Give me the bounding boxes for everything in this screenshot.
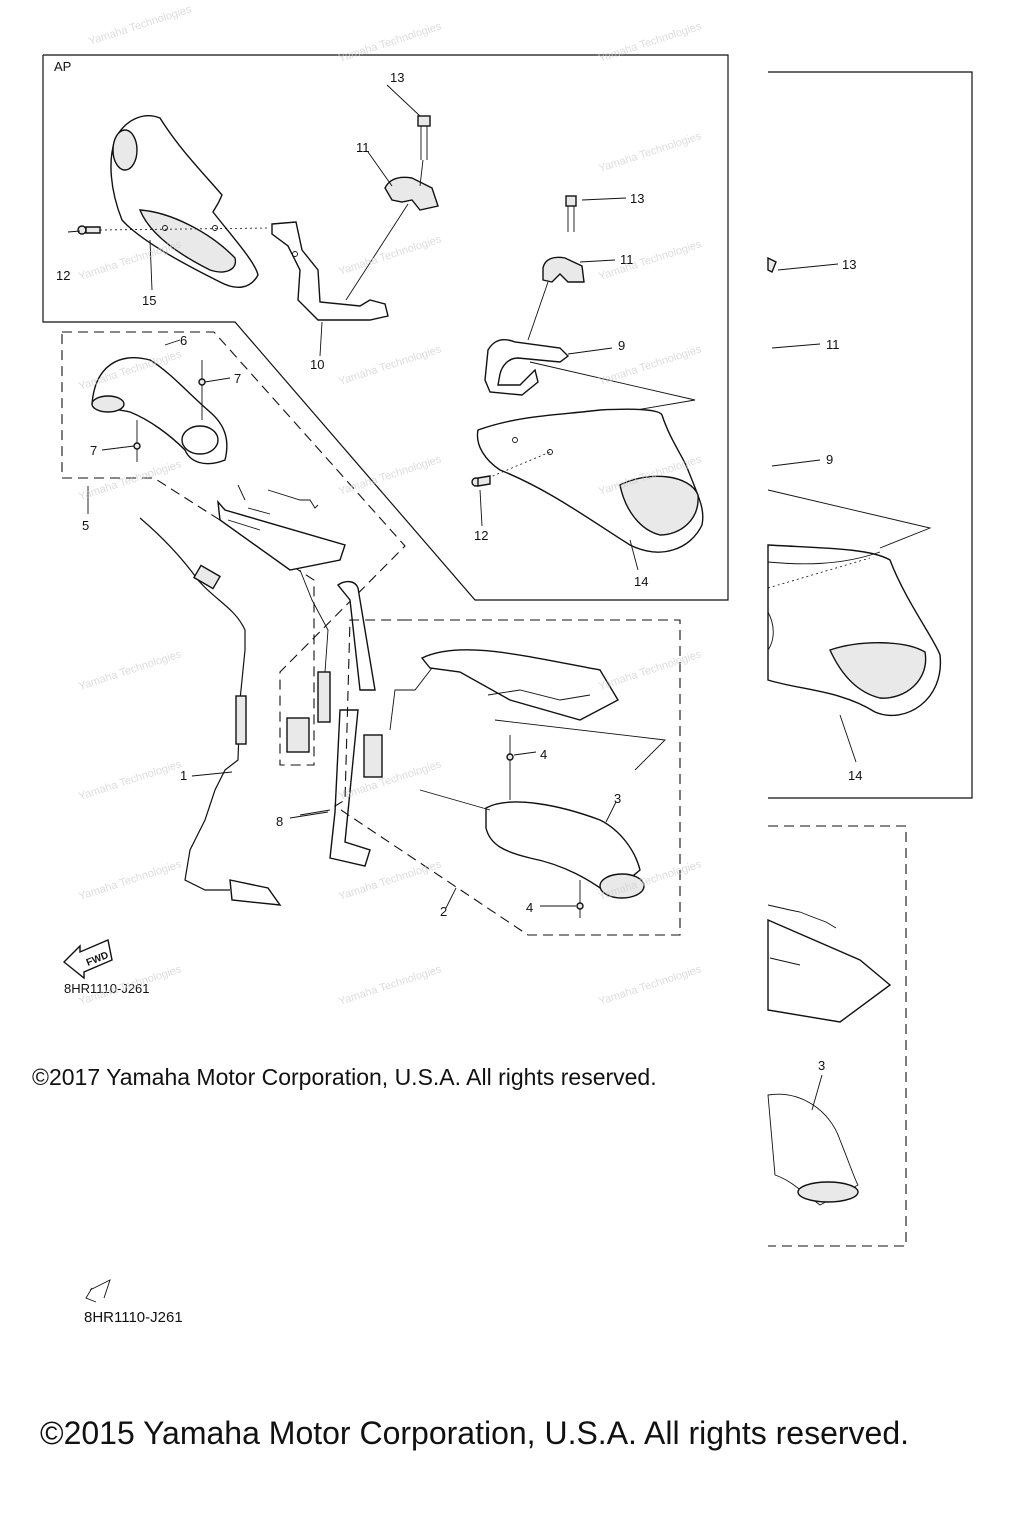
handguard-right-part	[476, 408, 704, 553]
diagram-code-secondary: 8HR1110-J261	[84, 1309, 183, 1326]
callout-9: 9	[618, 338, 625, 353]
clamp-11-left	[384, 176, 439, 211]
main-diagram: AP	[42, 3, 729, 1008]
screw-12-left	[77, 225, 271, 235]
callout-3: 3	[614, 791, 621, 806]
assembly-tag: AP	[54, 59, 71, 74]
heater-element-right	[363, 649, 619, 778]
svg-text:Yamaha Technologies: Yamaha Technologies	[77, 648, 183, 693]
callout-4: 4	[526, 900, 533, 915]
grip-6	[91, 357, 228, 465]
screw-13-top	[417, 115, 431, 187]
svg-text:Yamaha Technologies: Yamaha Technologies	[597, 963, 703, 1008]
callout-5: 5	[82, 518, 89, 533]
svg-text:Yamaha Technologies: Yamaha Technologies	[597, 20, 703, 65]
callout-6: 6	[180, 333, 187, 348]
screw-13-right	[565, 195, 577, 232]
right-callout-3: 3	[818, 1058, 825, 1073]
svg-text:Yamaha Technologies: Yamaha Technologies	[337, 343, 443, 388]
right-callout-9: 9	[826, 452, 833, 467]
cable-1	[139, 517, 282, 906]
fwd-arrow-fragment-icon	[85, 1279, 111, 1303]
heater-element-left	[217, 489, 346, 753]
svg-text:Yamaha Technologies: Yamaha Technologies	[597, 648, 703, 693]
handguard-left-part	[110, 115, 259, 288]
callout-11: 11	[356, 140, 370, 155]
svg-text:Yamaha Technologies: Yamaha Technologies	[597, 130, 703, 175]
callout-14: 14	[634, 574, 648, 589]
callout-13: 13	[390, 70, 404, 85]
svg-text:Yamaha Technologies: Yamaha Technologies	[597, 343, 703, 388]
svg-text:Yamaha Technologies: Yamaha Technologies	[77, 238, 183, 283]
rivet-4	[506, 735, 584, 918]
background-diagram-copy: 13 11 9 14 3	[85, 71, 973, 1303]
svg-text:Yamaha Technologies: Yamaha Technologies	[77, 858, 183, 903]
svg-text:Yamaha Technologies: Yamaha Technologies	[77, 458, 183, 503]
svg-text:Yamaha Technologies: Yamaha Technologies	[337, 20, 443, 65]
callout-10: 10	[310, 357, 324, 372]
right-callout-14: 14	[848, 768, 862, 783]
copyright-2017: ©2017 Yamaha Motor Corporation, U.S.A. A…	[32, 1064, 657, 1090]
callout-2: 2	[440, 904, 447, 919]
svg-text:Yamaha Technologies: Yamaha Technologies	[77, 758, 183, 803]
callout-13: 13	[630, 191, 644, 206]
callout-1: 1	[180, 768, 187, 783]
svg-text:Yamaha Technologies: Yamaha Technologies	[337, 453, 443, 498]
svg-text:Yamaha Technologies: Yamaha Technologies	[337, 233, 443, 278]
callout-8: 8	[276, 814, 283, 829]
right-callout-11: 11	[826, 337, 840, 352]
callout-11: 11	[620, 252, 634, 267]
right-callout-13: 13	[842, 257, 856, 272]
callout-12: 12	[474, 528, 488, 543]
callout-7: 7	[234, 371, 241, 386]
svg-text:Yamaha Technologies: Yamaha Technologies	[337, 858, 443, 903]
fwd-arrow-icon: FWD	[62, 939, 113, 980]
callout-7: 7	[90, 443, 97, 458]
callout-12: 12	[56, 268, 70, 283]
diagram-code: 8HR1110-J261	[64, 981, 150, 996]
bracket-9	[484, 338, 570, 396]
tube-8	[299, 580, 376, 867]
screw-12-right	[471, 475, 491, 487]
grip-3	[419, 789, 645, 899]
svg-text:Yamaha Technologies: Yamaha Technologies	[337, 963, 443, 1008]
callout-15: 15	[142, 293, 156, 308]
bracket-10	[271, 221, 389, 321]
svg-text:Yamaha Technologies: Yamaha Technologies	[87, 3, 193, 48]
clamp-11-right	[542, 256, 585, 283]
copyright-2015: ©2015 Yamaha Motor Corporation, U.S.A. A…	[40, 1415, 910, 1451]
callout-4: 4	[540, 747, 547, 762]
